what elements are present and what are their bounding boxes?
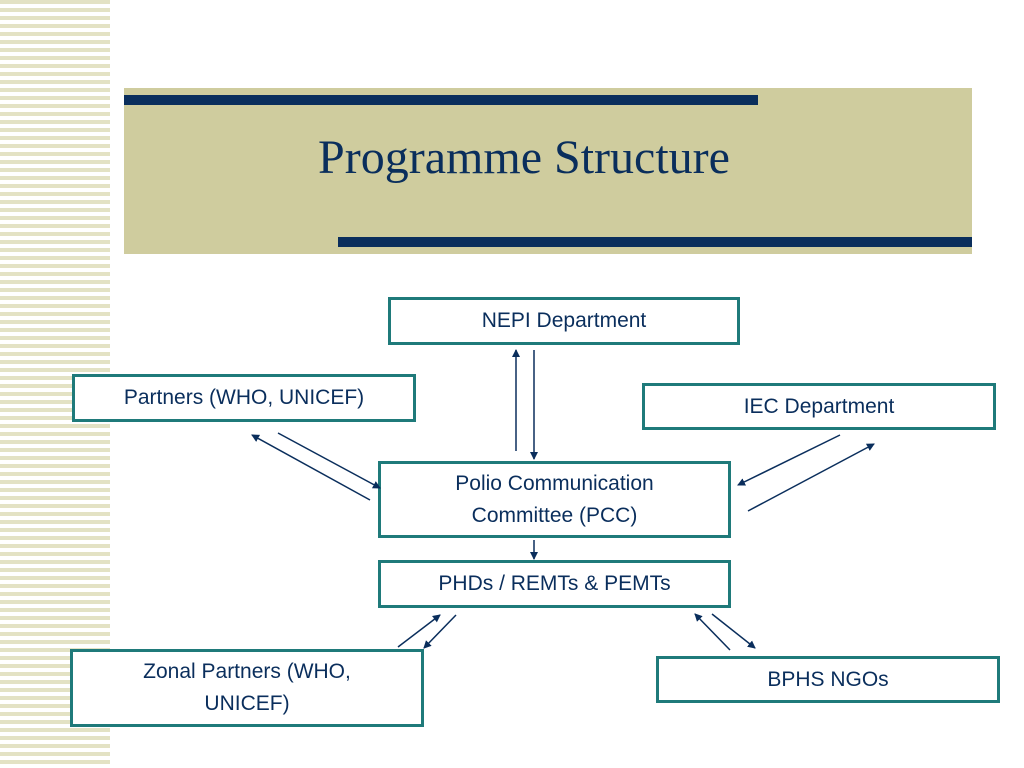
node-bphs-ngos: BPHS NGOs bbox=[656, 656, 1000, 703]
title-bar-top bbox=[124, 95, 758, 105]
node-phds-label: PHDs / REMTs & PEMTs bbox=[438, 572, 671, 595]
arrow-pcc-to-partners bbox=[251, 434, 371, 501]
node-partners-label: Partners (WHO, UNICEF) bbox=[123, 386, 365, 409]
arrow-partners-to-pcc bbox=[277, 432, 381, 489]
node-pcc-label-line2: Committee (PCC) bbox=[471, 503, 638, 527]
arrow-zonal-to-phds bbox=[397, 614, 441, 648]
arrow-bphs-to-phds bbox=[694, 613, 731, 651]
node-iec-department: IEC Department bbox=[642, 383, 996, 430]
arrow-iec-to-pcc bbox=[737, 434, 841, 486]
node-nepi-label: NEPI Department bbox=[481, 309, 647, 332]
arrow-pcc-to-iec bbox=[747, 443, 875, 512]
node-pcc: Polio Communication Committee (PCC) bbox=[378, 461, 731, 538]
arrow-phds-to-zonal bbox=[423, 614, 457, 649]
node-zonal-partners: Zonal Partners (WHO, UNICEF) bbox=[70, 649, 424, 727]
slide-title: Programme Structure bbox=[318, 131, 730, 184]
node-zonal-label-line1: Zonal Partners (WHO, bbox=[143, 660, 351, 683]
node-zonal-label-line2: UNICEF) bbox=[204, 692, 290, 715]
title-bar-bottom bbox=[338, 237, 972, 247]
node-bphs-label: BPHS NGOs bbox=[767, 667, 889, 691]
arrow-phds-to-bphs bbox=[711, 613, 756, 649]
node-phds: PHDs / REMTs & PEMTs bbox=[378, 560, 731, 608]
title-band bbox=[124, 88, 972, 254]
node-iec-label: IEC Department bbox=[743, 394, 895, 418]
node-nepi-department: NEPI Department bbox=[388, 297, 740, 345]
node-pcc-label-line1: Polio Communication bbox=[455, 471, 654, 495]
node-partners: Partners (WHO, UNICEF) bbox=[72, 374, 416, 422]
